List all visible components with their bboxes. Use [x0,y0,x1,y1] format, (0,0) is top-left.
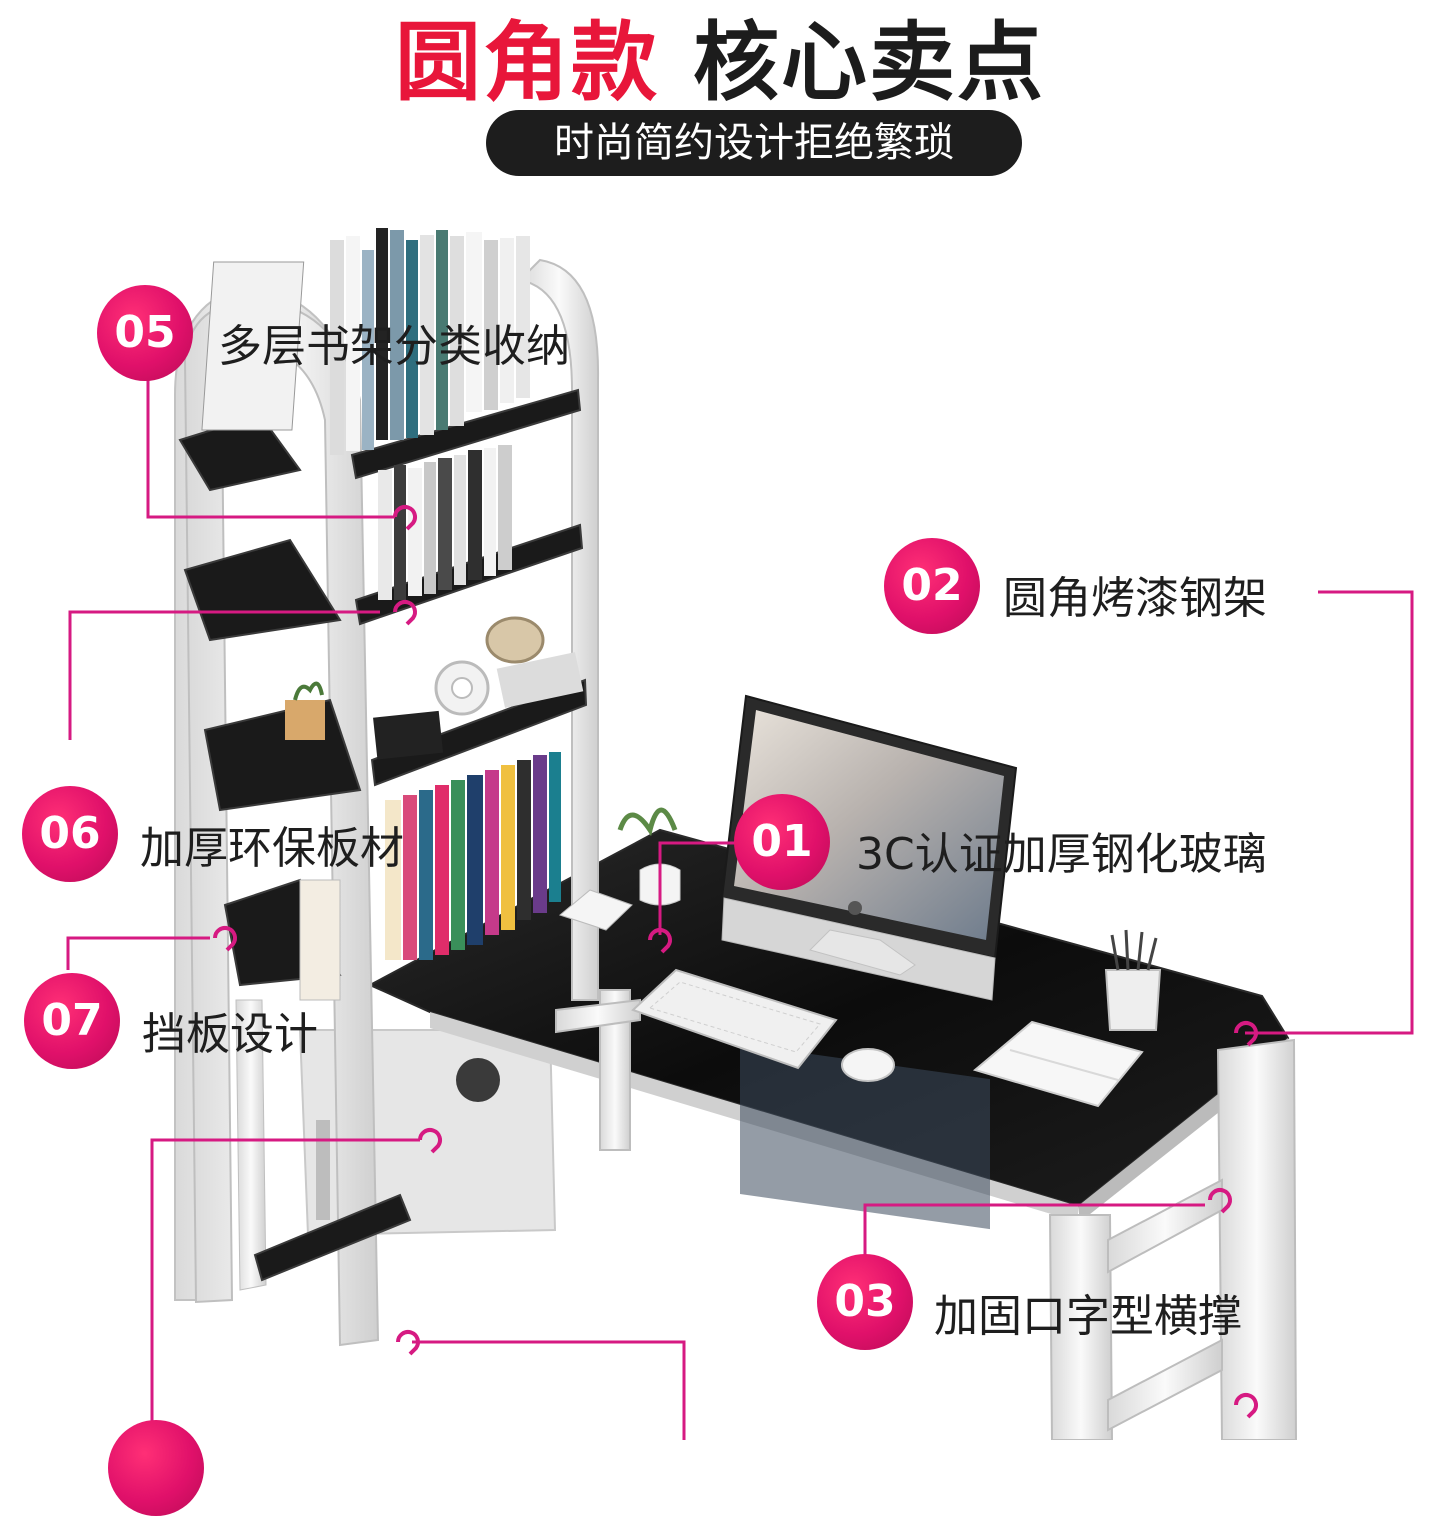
pen-holder [1104,929,1162,1031]
badge-02: 02 [884,538,980,634]
marker-icon [393,505,417,531]
feature-label-05: 多层书架分类收纳 [218,321,570,372]
badge-04-partial [108,1420,204,1516]
feature-label-06: 加厚环保板材 [140,823,404,874]
badge-06: 06 [22,786,118,882]
marker-icon [396,1330,420,1356]
feature-label-01: 3C认证加厚钢化玻璃 [856,829,1267,880]
feature-label-02: 圆角烤漆钢架 [1003,573,1267,624]
badge-07: 07 [24,973,120,1069]
feature-label-03: 加固口字型横撑 [934,1291,1242,1342]
desk-illustration [66,228,1414,1440]
marker-icon [1208,1188,1232,1214]
page-title-highlight: 圆角款 [395,13,659,113]
marker-icon [393,600,417,626]
badge-01: 01 [734,794,830,890]
open-book [972,1020,1144,1108]
page-title-main: 核心卖点 [693,13,1045,113]
marker-icon [1234,1393,1258,1419]
callout-markers [213,505,1258,1419]
desk-card [558,889,633,931]
feature-label-07: 挡板设计 [142,1009,318,1060]
marker-icon [418,1128,442,1154]
callout-lines [66,380,1414,1440]
marker-icon [1234,1021,1258,1047]
badge-03: 03 [817,1254,913,1350]
marker-icon [648,928,672,954]
monitor [720,694,1018,1001]
desk-frame-left [555,989,641,1151]
marker-icon [213,926,237,952]
shelf-decor [285,616,584,740]
subtitle-pill: 时尚简约设计拒绝繁琐 [486,110,1022,176]
mouse [841,1048,895,1082]
books [201,228,561,1001]
desk-frame-right [1048,1038,1298,1440]
keyboard [631,968,838,1070]
badge-05: 05 [97,285,193,381]
page-title: 圆角款核心卖点 [0,0,1440,117]
